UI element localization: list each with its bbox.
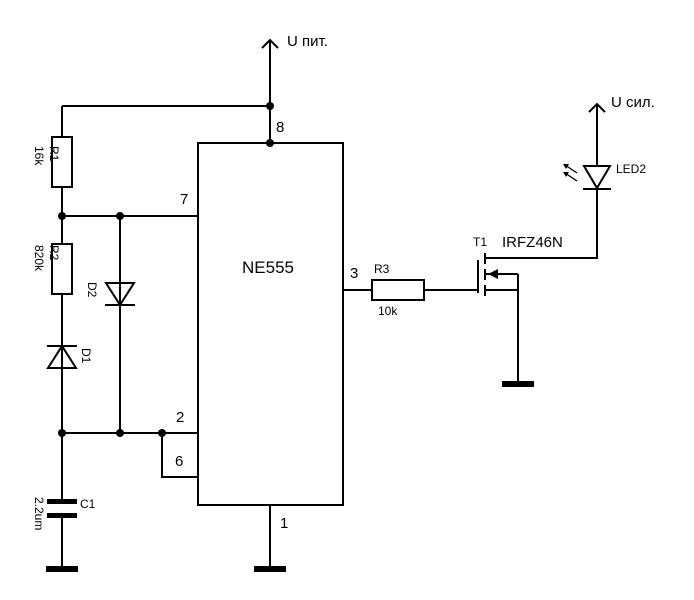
c1-value: 2.2um [32,497,46,530]
diode-d2 [104,282,136,307]
ground-t1 [502,381,534,387]
mosfet-t1 [477,190,598,382]
power-label: U сил. [611,94,655,111]
ic-ne555 [197,142,344,506]
d1-name: D1 [79,348,93,364]
led-2 [563,164,612,190]
pin-6-label: 6 [175,453,183,470]
d2-name: D2 [85,282,99,298]
r1-value: 16k [32,146,46,166]
wire-pin6 [161,433,198,478]
ground-ic [254,566,286,572]
pin-1-label: 1 [280,515,288,532]
t1-part: IRFZ46N [502,234,563,251]
pin-7-label: 7 [180,191,188,208]
r3-name: R3 [374,262,390,276]
resistor-r1 [51,136,73,188]
r2-value: 820k [32,245,46,272]
pin-8-label: 8 [276,119,284,136]
led-name: LED2 [616,162,646,176]
vcc-arrow [261,38,279,143]
ic-name: NE555 [242,258,294,277]
junction-d2-bottom [116,429,124,437]
r3-value: 10k [378,304,398,318]
vcc-label: U пит. [287,33,328,50]
resistor-r3 [371,279,425,301]
power-arrow [588,102,606,166]
t1-name: T1 [473,235,487,249]
diode-d1 [46,344,78,369]
pin-3-label: 3 [350,265,358,282]
r2-name: R2 [47,245,61,261]
junction-vcc [266,102,274,110]
c1-name: C1 [80,497,96,511]
capacitor-c1 [47,499,77,567]
pin-2-label: 2 [176,409,184,426]
r1-name: R1 [47,146,61,162]
ground-c1 [46,566,78,572]
